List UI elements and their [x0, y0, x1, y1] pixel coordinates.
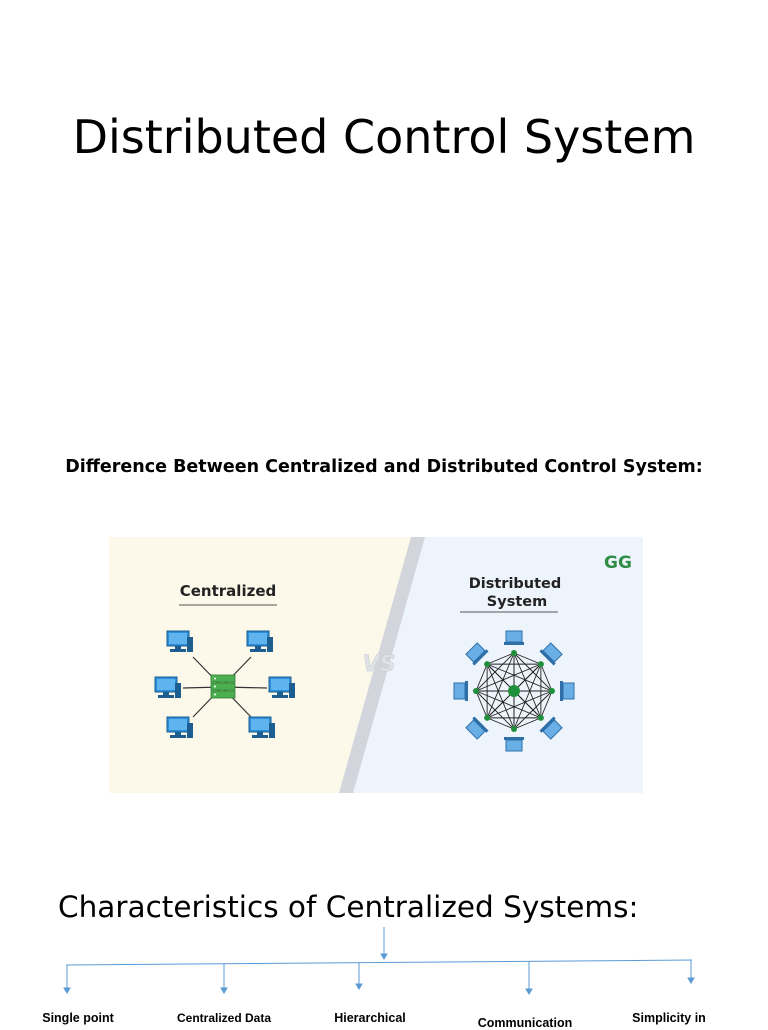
distributed-panel [349, 537, 643, 793]
computer-icon [166, 630, 193, 652]
characteristics-heading: Characteristics of Centralized Systems: [58, 890, 639, 924]
centralized-network [154, 630, 295, 738]
characteristic-centralized-data: Centralized Data [176, 1011, 272, 1025]
mesh-link [475, 690, 488, 719]
mesh-link [540, 663, 553, 692]
mesh-node-dot [511, 726, 517, 732]
laptop-icon [465, 716, 489, 740]
mesh-link [513, 690, 542, 719]
server-hub-icon [210, 674, 236, 699]
computer-icon [248, 716, 275, 738]
mesh-node-dot [473, 688, 479, 694]
mesh-link [513, 652, 542, 665]
comparison-figure: VS GG Centralized Distributed System [109, 537, 643, 793]
computer-icon [166, 716, 193, 738]
mesh-node-dot [511, 650, 517, 656]
tree-connectors [63, 927, 695, 995]
mesh-link [486, 663, 515, 692]
laptop-icon [465, 642, 489, 666]
mesh-node-dot [537, 661, 544, 668]
section-subtitle: Difference Between Centralized and Distr… [65, 457, 703, 477]
mesh-node-dot [537, 714, 544, 721]
mesh-link [486, 663, 515, 730]
comparison-illustration: VS GG Centralized Distributed System [109, 537, 643, 793]
distributed-label-line1: Distributed [469, 576, 562, 592]
mesh-link [475, 663, 488, 692]
laptop-icon [453, 681, 468, 701]
mesh-link [486, 717, 515, 730]
characteristics-tree: Single point Centralized Data Hierarchic… [0, 925, 768, 1030]
laptop-icon [539, 642, 563, 666]
mesh-link [486, 652, 515, 665]
characteristic-single-point: Single point [42, 1011, 114, 1025]
characteristic-communication: Communication [477, 1016, 573, 1030]
laptop-icon [504, 737, 524, 752]
mesh-link [513, 717, 542, 730]
distributed-label-line2: System [487, 594, 547, 610]
mesh-link [486, 663, 553, 692]
mesh-node-dot [549, 688, 555, 694]
characteristic-simplicity: Simplicity in [632, 1011, 706, 1025]
mesh-node-dot [484, 661, 491, 668]
computer-icon [246, 630, 273, 652]
distributed-network [453, 630, 575, 752]
vs-label: VS [363, 652, 396, 677]
mesh-link [486, 690, 515, 719]
page-title: Distributed Control System [72, 110, 696, 164]
mesh-link [513, 663, 542, 692]
computer-icon [268, 676, 295, 698]
brand-logo-icon: GG [604, 553, 632, 573]
characteristic-hierarchical: Hierarchical [334, 1011, 406, 1025]
mesh-node-dot [484, 714, 491, 721]
laptop-icon [504, 630, 524, 645]
laptop-icon [539, 716, 563, 740]
laptop-icon [560, 681, 575, 701]
mesh-link [540, 690, 553, 719]
computer-icon [154, 676, 181, 698]
mesh-center-node [508, 685, 520, 697]
centralized-label: Centralized [180, 582, 276, 600]
divider-stripe [339, 537, 425, 793]
